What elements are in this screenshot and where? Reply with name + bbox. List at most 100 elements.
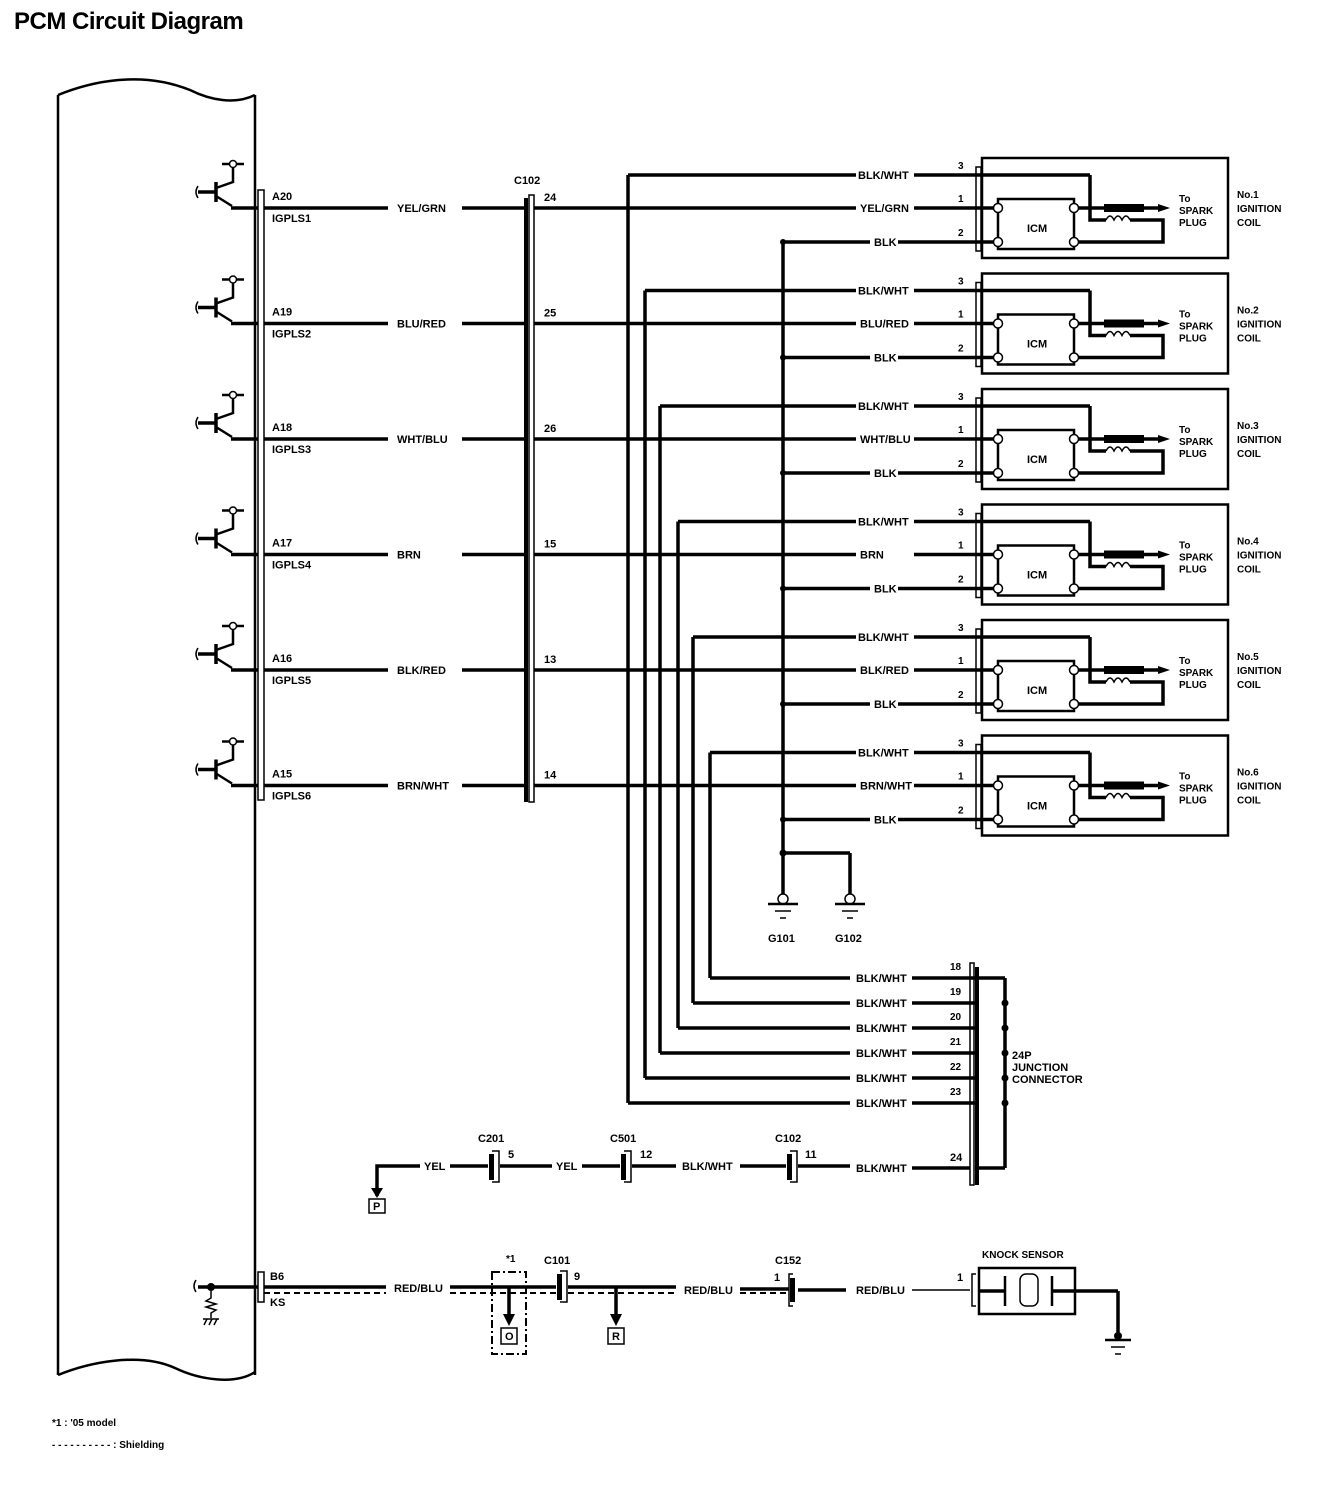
feed-connector-3: C102 [775, 1133, 801, 1145]
icm-terminal [992, 780, 1004, 791]
coil-type-label: IGNITION [1237, 320, 1281, 331]
pcm-wire-color-label: BLU/RED [397, 319, 446, 331]
transistor-emitter [215, 656, 233, 670]
pcm-terminal-label: A16 [272, 653, 292, 665]
coil-ground-wire-label: BLK [874, 699, 897, 711]
junction-pin-label: 22 [950, 1062, 962, 1073]
knock-terminal: B6 [270, 1271, 284, 1283]
icm-terminal [1068, 433, 1080, 445]
coil-power-wire-label: BLK/WHT [858, 748, 909, 760]
coil-ground-wire-label: BLK [874, 584, 897, 596]
junction-pin-label: 21 [950, 1037, 962, 1048]
knock-signal: KS [270, 1297, 285, 1309]
icm-terminal [1068, 318, 1080, 329]
coil-pin-label: 3 [958, 739, 964, 750]
pcm-signal-label: IGPLS4 [272, 560, 312, 572]
transistor-collector [215, 745, 235, 767]
arrow-icon [1158, 204, 1170, 212]
coil-pin-label: 2 [958, 344, 964, 355]
pcm-signal-label: IGPLS2 [272, 329, 311, 341]
plug-label: PLUG [1179, 334, 1207, 345]
driver-transistor-icon [195, 159, 258, 210]
icm-terminal [992, 698, 1004, 710]
coil-type-label: COIL [1237, 218, 1261, 229]
pcm-terminal-label: A15 [272, 769, 292, 781]
coil-pin-label: 1 [958, 425, 964, 436]
coil-return [1078, 680, 1165, 706]
coil-type-label: COIL [1237, 565, 1261, 576]
icm-terminal [992, 549, 1004, 560]
legend-note: *1 : '05 model [52, 1418, 117, 1429]
coil-core [1104, 550, 1144, 559]
plug-label: PLUG [1179, 565, 1207, 576]
coil-name-label: No.3 [1237, 421, 1259, 432]
junction-wire-label: BLK/WHT [856, 973, 907, 985]
legend-shield-label: : Shielding [113, 1440, 165, 1451]
junction-wire-label: BLK/WHT [856, 998, 907, 1010]
transistor-supply-node [228, 737, 238, 746]
coil-type-label: COIL [1237, 680, 1261, 691]
feed-ref-p[interactable]: P [373, 1201, 380, 1213]
driver-transistor-icon [195, 737, 258, 788]
icm-terminal [1068, 780, 1080, 791]
ignition-coil [645, 272, 1230, 375]
c102-pin-label: 14 [544, 770, 557, 782]
pcm-terminal-label: A20 [272, 191, 292, 203]
coil-signal-wire-label: YEL/GRN [860, 203, 909, 215]
icm-terminal [992, 202, 1004, 214]
coil-pin-label: 2 [958, 228, 964, 239]
transistor-base [195, 532, 199, 545]
knock-ref-o[interactable]: O [505, 1331, 514, 1343]
icm-terminal [992, 318, 1004, 329]
coil-type-label: IGNITION [1237, 204, 1281, 215]
coil-name-label: No.5 [1237, 652, 1259, 663]
junction-feed-pin: 24 [950, 1152, 963, 1164]
feed-pin-1: 5 [508, 1149, 514, 1161]
coil-name-label: No.6 [1237, 768, 1259, 779]
pcm-wire-color-label: BRN/WHT [397, 781, 449, 793]
junction-pin-label: 18 [950, 962, 962, 973]
c102-pin-label: 25 [544, 308, 556, 320]
feed-pin-2: 12 [640, 1149, 652, 1161]
icm-box [996, 659, 1076, 713]
feed-chain [368, 1150, 970, 1214]
coil-return [1078, 449, 1165, 475]
junction-feed-wire: BLK/WHT [856, 1163, 907, 1175]
feed-wire-2: YEL [556, 1161, 578, 1173]
coil-return [1078, 564, 1165, 591]
icm-label: ICM [1027, 685, 1047, 697]
plug-label: PLUG [1179, 218, 1207, 229]
icm-terminal [992, 467, 1004, 479]
transistor-collector [215, 168, 235, 190]
to-label: To [1179, 310, 1190, 321]
spark-label: SPARK [1179, 437, 1214, 448]
coil-power-wire-label: BLK/WHT [858, 170, 909, 182]
junction-connector [969, 962, 1007, 1186]
coil-name-label: No.1 [1237, 190, 1259, 201]
feed-wire-1: YEL [424, 1161, 446, 1173]
coil-winding-icon [1105, 792, 1131, 800]
transistor-emitter [215, 541, 233, 554]
transistor-supply-node [228, 506, 238, 515]
knock-ref-r[interactable]: R [612, 1331, 620, 1343]
transistor-base [195, 416, 199, 430]
junction-wire-label: BLK/WHT [856, 1048, 907, 1060]
knock-wire-2: RED/BLU [684, 1285, 733, 1297]
arrow-icon [1158, 781, 1170, 790]
coil-power-wire-label: BLK/WHT [858, 401, 909, 413]
coil-pin-label: 3 [958, 623, 964, 634]
coil-signal-wire-label: BLU/RED [860, 319, 909, 331]
spark-label: SPARK [1179, 784, 1214, 795]
ground-g102 [835, 893, 865, 919]
to-label: To [1179, 656, 1190, 667]
c102-connector [524, 194, 535, 803]
coil-pin-label: 1 [958, 656, 964, 667]
transistor-base [195, 185, 199, 199]
feed-pin-3: 11 [805, 1149, 817, 1161]
coil-type-label: IGNITION [1237, 666, 1281, 677]
c102-pin-label: 26 [544, 423, 556, 435]
icm-label: ICM [1027, 223, 1047, 235]
c102-pin-label: 24 [544, 192, 557, 204]
to-label: To [1179, 772, 1190, 783]
coil-type-label: IGNITION [1237, 551, 1281, 562]
